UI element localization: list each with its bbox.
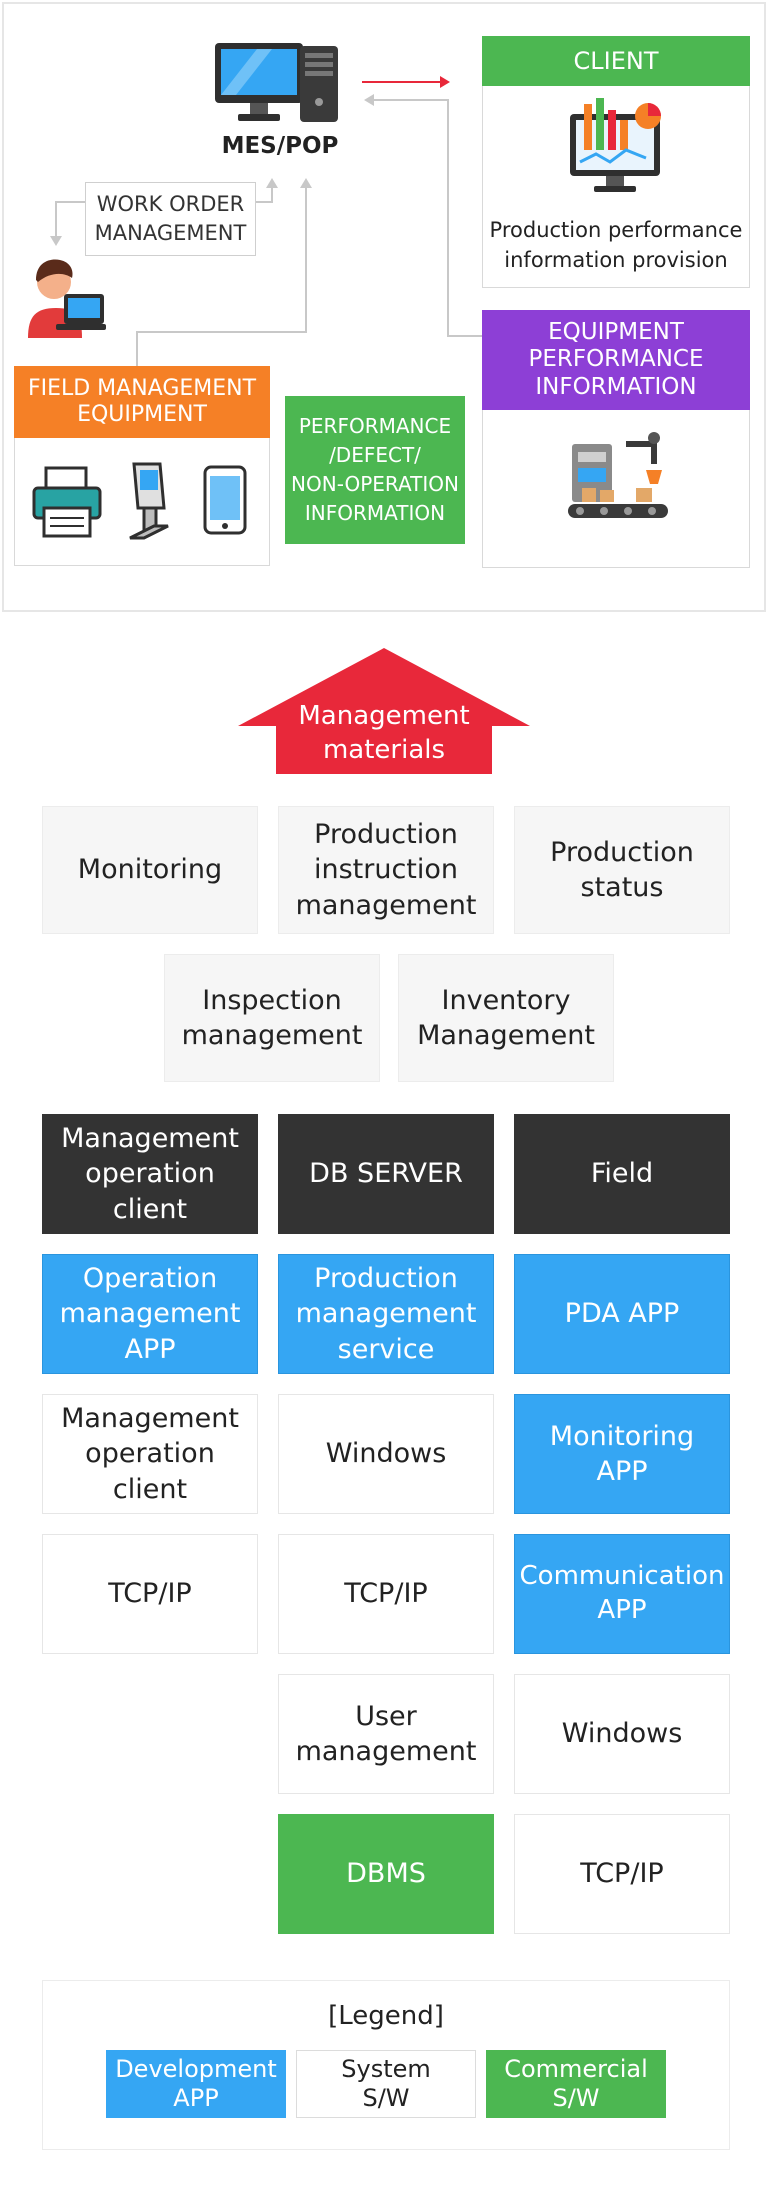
col3-tcpip: TCP/IP [514,1814,730,1934]
inventory-management-block: Inventory Management [398,954,614,1082]
equipment-header: EQUIPMENT PERFORMANCE INFORMATION [482,310,750,410]
col2-tcpip: TCP/IP [278,1534,494,1654]
legend-development-app: Development APP [106,2050,286,2118]
col1-operation-app: Operation management APP [42,1254,258,1374]
computer-icon [215,43,338,122]
col3-header: Field [514,1114,730,1234]
production-instruction-block: Production instruction management [278,806,494,934]
col3-pda-app: PDA APP [514,1254,730,1374]
col1-header: Management operation client [42,1114,258,1234]
management-materials-arrow [238,648,530,774]
legend-system-sw: System S/W [296,2050,476,2118]
col2-header: DB SERVER [278,1114,494,1234]
col3-monitoring-app: Monitoring APP [514,1394,730,1514]
diagram-connectors [50,76,482,366]
production-status-block: Production status [514,806,730,934]
printer-icon [32,466,102,538]
col2-dbms: DBMS [278,1814,494,1934]
col3-communication-app: Communication APP [514,1534,730,1654]
tablet-icon [203,465,247,535]
legend-title: [Legend] [328,2001,444,2031]
client-description: Production performance information provi… [489,217,743,272]
kiosk-icon [129,462,169,540]
col2-user-management: User management [278,1674,494,1794]
col1-client: Management operation client [42,1394,258,1514]
monitoring-block: Monitoring [42,806,258,934]
col1-tcpip: TCP/IP [42,1534,258,1654]
legend-commercial-sw: Commercial S/W [486,2050,666,2118]
worker-icon [28,259,106,338]
field-equipment-header: FIELD MANAGEMENT EQUIPMENT [14,366,270,438]
col2-production-service: Production management service [278,1254,494,1374]
factory-robot-icon [568,432,668,518]
management-materials-label: Management materials [298,701,470,765]
mes-pop-label: MES/POP [221,133,339,159]
performance-defect-box: PERFORMANCE /DEFECT/ NON-OPERATION INFOR… [285,396,465,544]
inspection-management-block: Inspection management [164,954,380,1082]
dashboard-monitor-icon [570,98,661,192]
client-header: CLIENT [482,36,750,86]
work-order-box: WORK ORDER MANAGEMENT [85,182,256,256]
col3-windows: Windows [514,1674,730,1794]
col2-windows: Windows [278,1394,494,1514]
